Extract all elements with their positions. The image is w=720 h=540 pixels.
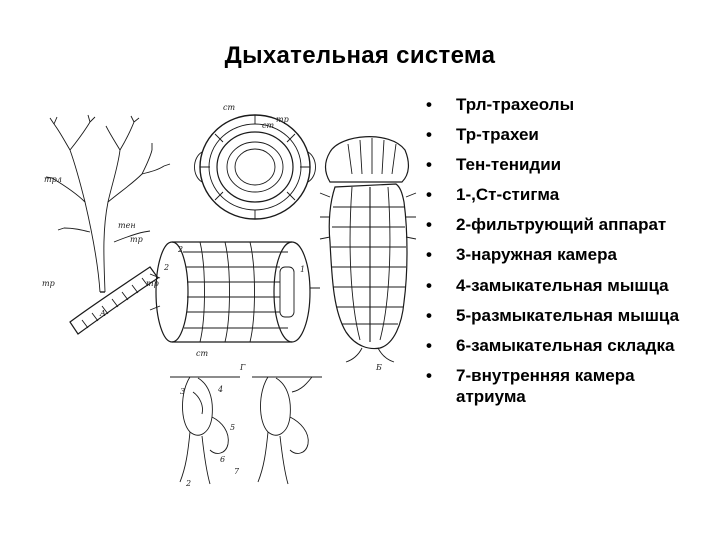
figure-label: Г xyxy=(239,363,246,372)
legend-item: • 5-размыкательная мышца xyxy=(426,305,706,327)
figure-label: 4 xyxy=(217,385,223,394)
figure-labels: трл тр тен тр A ст ст тр 2 2 1 тр ст Б Г… xyxy=(42,103,382,488)
figure-label: 7 xyxy=(234,467,240,476)
bullet: • xyxy=(426,124,446,146)
legend-item-text: 5-размыкательная мышца xyxy=(456,306,679,325)
figure-label: тен xyxy=(118,221,136,230)
legend-item-text: 4-замыкательная мышца xyxy=(456,276,669,295)
legend-item-text: 3-наружная камера xyxy=(456,245,617,264)
figure-label: ст xyxy=(196,349,208,358)
bullet: • xyxy=(426,94,446,116)
trachea-cylinder-drawing xyxy=(150,242,320,342)
figure-label: 2 xyxy=(177,245,183,254)
figure-label: 3 xyxy=(180,387,185,396)
legend-item-text: 7-внутренняя камера атриума xyxy=(456,366,635,407)
legend-item: • Тен-тенидии xyxy=(426,154,706,176)
insect-body-drawing xyxy=(320,137,416,362)
figure-label: A xyxy=(99,309,106,318)
bullet: • xyxy=(426,335,446,357)
figure-label: трл xyxy=(44,175,62,184)
figure-label: Б xyxy=(375,363,382,372)
legend-item-text: Тен-тенидии xyxy=(456,155,561,174)
legend-item: • 6-замыкательная складка xyxy=(426,335,706,357)
legend-item: • Тр-трахеи xyxy=(426,124,706,146)
bullet: • xyxy=(426,154,446,176)
figure-label: ст xyxy=(262,121,274,130)
legend-item-text: 6-замыкательная складка xyxy=(456,336,674,355)
figure-label: тр xyxy=(42,279,55,288)
bullet: • xyxy=(426,365,446,387)
respiratory-system-drawing: трл тр тен тр A ст ст тр 2 2 1 тр ст Б Г… xyxy=(30,92,430,492)
figure-label: тр xyxy=(276,115,289,124)
legend-item-text: Тр-трахеи xyxy=(456,125,539,144)
legend-item: • 3-наружная камера xyxy=(426,244,706,266)
trachea-branch-drawing xyxy=(46,115,170,334)
bullet: • xyxy=(426,214,446,236)
figure-label: 6 xyxy=(220,455,225,464)
legend-item: • Трл-трахеолы xyxy=(426,94,706,116)
figure-label: тр xyxy=(146,279,159,288)
legend-item-text: 1-,Ст-стигма xyxy=(456,185,559,204)
legend-item-text: 2-фильтрующий аппарат xyxy=(456,215,666,234)
bullet: • xyxy=(426,184,446,206)
trachea-cross-section-drawing xyxy=(195,115,316,219)
legend-item: • 1-,Ст-стигма xyxy=(426,184,706,206)
bullet: • xyxy=(426,244,446,266)
bullet: • xyxy=(426,305,446,327)
respiratory-system-figure: трл тр тен тр A ст ст тр 2 2 1 тр ст Б Г… xyxy=(30,92,430,492)
bullet: • xyxy=(426,275,446,297)
legend-item-text: Трл-трахеолы xyxy=(456,95,574,114)
figure-label: 5 xyxy=(230,423,235,432)
stigma-sections-drawing xyxy=(170,377,322,484)
slide-title: Дыхательная система xyxy=(0,42,720,70)
figure-label: 2 xyxy=(185,479,191,488)
figure-label: тр xyxy=(130,235,143,244)
legend-item: • 4-замыкательная мышца xyxy=(426,275,706,297)
legend-item: • 7-внутренняя камера атриума xyxy=(426,365,706,408)
figure-label: 1 xyxy=(300,265,305,274)
legend-item: • 2-фильтрующий аппарат xyxy=(426,214,706,236)
figure-label: 2 xyxy=(163,263,169,272)
legend-list: • Трл-трахеолы • Тр-трахеи • Тен-тенидии • 1… xyxy=(426,94,706,416)
figure-label: ст xyxy=(223,103,235,112)
